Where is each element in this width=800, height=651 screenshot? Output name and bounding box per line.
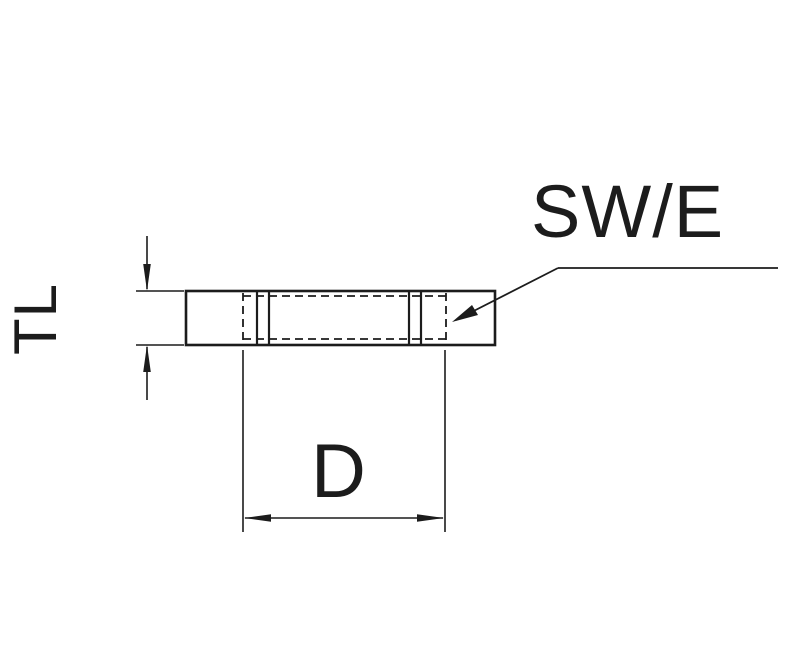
part-outline bbox=[184, 289, 497, 347]
swe-arrow-icon bbox=[452, 305, 478, 322]
swe-leader: SW/E bbox=[452, 170, 778, 322]
tl-dimension: TL bbox=[2, 236, 184, 400]
tl-label: TL bbox=[2, 283, 69, 355]
d-arrow-left-icon bbox=[244, 514, 271, 522]
swe-label: SW/E bbox=[531, 170, 724, 253]
hidden-thread-lines bbox=[242, 293, 447, 343]
d-arrow-right-icon bbox=[417, 514, 444, 522]
tl-arrow-down-icon bbox=[143, 264, 151, 291]
part-body-rect bbox=[184, 289, 497, 347]
tl-arrow-up-icon bbox=[143, 345, 151, 372]
d-label: D bbox=[311, 429, 367, 514]
d-dimension: D bbox=[242, 350, 446, 532]
